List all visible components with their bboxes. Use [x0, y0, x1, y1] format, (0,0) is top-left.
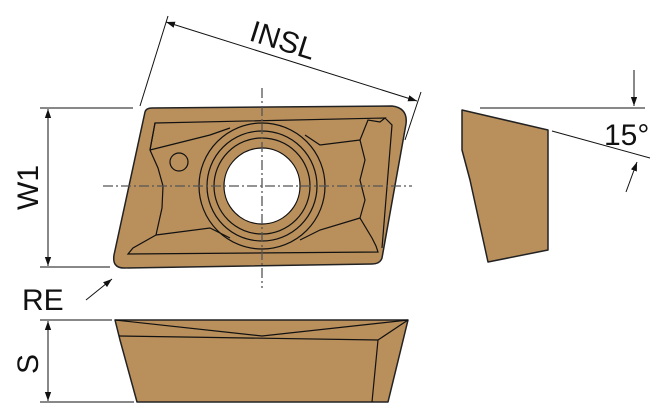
insert-front-view [114, 319, 409, 403]
w1-dimension: W1 [12, 107, 133, 268]
s-label: S [12, 354, 45, 374]
re-dimension: RE [22, 278, 113, 317]
w1-label: W1 [12, 165, 45, 210]
s-dimension: S [12, 319, 134, 403]
re-label: RE [22, 284, 64, 317]
insert-side-view [461, 109, 549, 263]
small-hole [169, 152, 189, 172]
insert-top-view [103, 88, 412, 288]
angle-dimension: 15° [480, 70, 651, 193]
angle-label: 15° [604, 119, 649, 152]
